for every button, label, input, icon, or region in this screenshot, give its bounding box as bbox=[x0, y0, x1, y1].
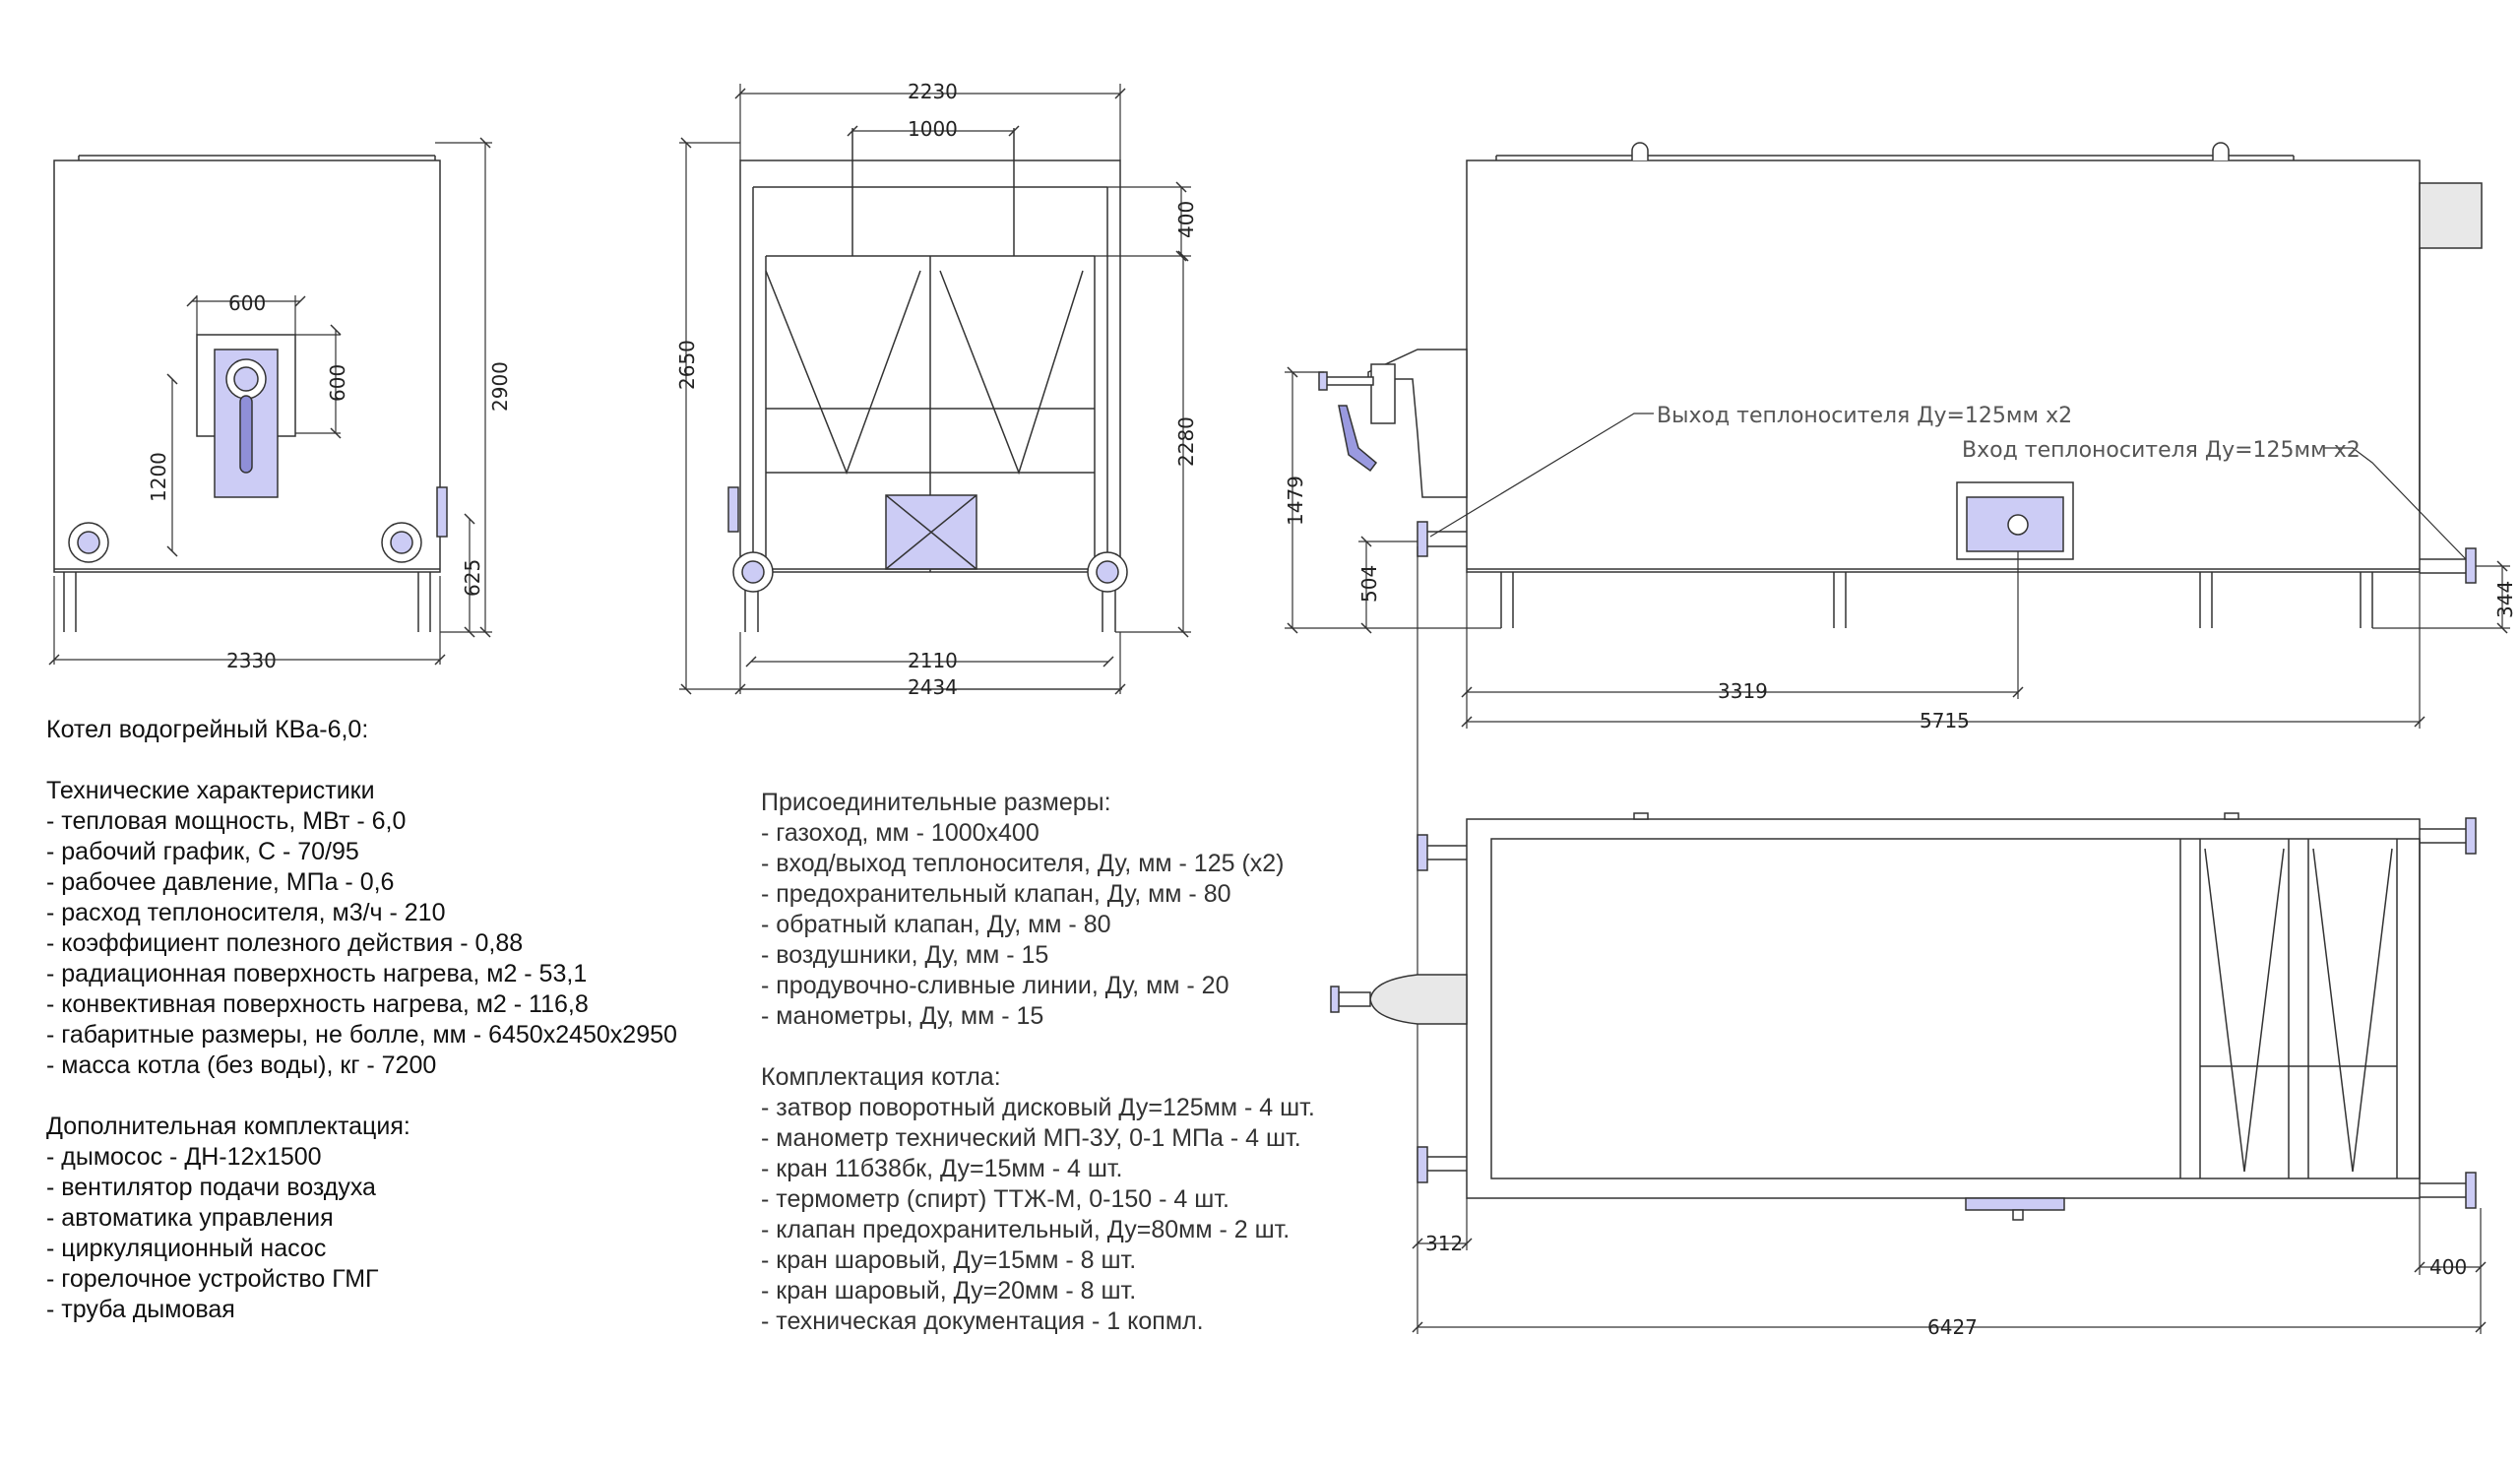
front-bottom-label: 625 bbox=[461, 559, 484, 597]
elevation-inlet-label: 344 bbox=[2493, 581, 2517, 618]
side-axis-label: 2280 bbox=[1174, 416, 1198, 467]
side-flue-width-label: 1000 bbox=[908, 117, 958, 141]
elevation-inlet-pos-label: 3319 bbox=[1718, 679, 1768, 703]
elevation-outlet-label: 504 bbox=[1357, 565, 1381, 603]
plan-dimensions bbox=[1412, 1198, 2487, 1334]
elevation-flue-hood bbox=[1367, 349, 1468, 498]
connection-line: - манометры, Ду, мм - 15 bbox=[761, 1002, 1044, 1030]
kit-line: - кран шаровый, Ду=15мм - 8 шт. bbox=[761, 1246, 1137, 1274]
elevation-flue-axis-label: 1479 bbox=[1284, 476, 1307, 526]
extra-line: - циркуляционный насос bbox=[46, 1235, 327, 1262]
outlet-label: Выход теплоносителя Ду=125мм х2 bbox=[1657, 404, 2072, 428]
kit-line: - затвор поворотный дисковый Ду=125мм - … bbox=[761, 1094, 1315, 1121]
connection-line: - вход/выход теплоносителя, Ду, мм - 125… bbox=[761, 850, 1285, 877]
elevation-duct bbox=[2419, 182, 2483, 249]
spec-line: - рабочий график, С - 70/95 bbox=[46, 838, 359, 865]
side-top-width-label: 2230 bbox=[908, 80, 958, 103]
side-overall-label: 2434 bbox=[908, 675, 958, 699]
side-dimensions bbox=[679, 84, 1191, 695]
connection-line: - обратный клапан, Ду, мм - 80 bbox=[761, 911, 1111, 938]
kit-line: - кран шаровый, Ду=20мм - 8 шт. bbox=[761, 1277, 1137, 1305]
plan-overall-label: 6427 bbox=[1927, 1315, 1978, 1339]
side-height-label: 2650 bbox=[675, 340, 699, 390]
connection-line: - воздушники, Ду, мм - 15 bbox=[761, 941, 1049, 969]
connections-block: Присоединительные размеры: - газоход, мм… bbox=[761, 788, 1315, 1337]
side-top-label: 400 bbox=[1174, 201, 1198, 238]
front-height-label: 2900 bbox=[488, 361, 512, 412]
front-view bbox=[53, 155, 448, 632]
boiler-title: Котел водогрейный КВа-6,0: bbox=[46, 716, 369, 743]
connection-line: - газоход, мм - 1000х400 bbox=[761, 819, 1040, 847]
kit-line: - манометр технический МП-3У, 0-1 МПа - … bbox=[761, 1124, 1301, 1152]
spec-line: - расход теплоносителя, м3/ч - 210 bbox=[46, 899, 446, 926]
kit-line: - кран 11б38бк, Ду=15мм - 4 шт. bbox=[761, 1155, 1123, 1182]
inlet-label: Вход теплоносителя Ду=125мм х2 bbox=[1962, 438, 2361, 463]
spec-line: - конвективная поверхность нагрева, м2 -… bbox=[46, 990, 589, 1018]
front-flue-axis-label: 1200 bbox=[147, 452, 170, 502]
front-flue-height-label: 600 bbox=[326, 364, 349, 402]
spec-line: - габаритные размеры, не болле, мм - 645… bbox=[46, 1021, 677, 1049]
connections-header: Присоединительные размеры: bbox=[761, 789, 1111, 816]
connection-line: - предохранительный клапан, Ду, мм - 80 bbox=[761, 880, 1231, 908]
kit-line: - техническая документация - 1 копмл. bbox=[761, 1307, 1204, 1335]
specifications-block: Котел водогрейный КВа-6,0: Технические х… bbox=[46, 715, 677, 1325]
kit-line: - термометр (спирт) ТТЖ-М, 0-150 - 4 шт. bbox=[761, 1185, 1229, 1213]
side-legs-label: 2110 bbox=[908, 649, 958, 672]
extra-line: - труба дымовая bbox=[46, 1296, 235, 1323]
spec-line: - коэффициент полезного действия - 0,88 bbox=[46, 929, 524, 957]
extra-line: - дымосос - ДН-12х1500 bbox=[46, 1143, 322, 1171]
side-view bbox=[727, 128, 1128, 632]
plan-right-label: 400 bbox=[2429, 1255, 2467, 1279]
plan-burner bbox=[1369, 974, 1468, 1025]
plan-left-label: 312 bbox=[1425, 1232, 1463, 1255]
extra-line: - автоматика управления bbox=[46, 1204, 334, 1232]
extra-header: Дополнительная комплектация: bbox=[46, 1113, 410, 1140]
extra-line: - вентилятор подачи воздуха bbox=[46, 1174, 376, 1201]
elevation-dimensions bbox=[1285, 366, 2510, 1334]
front-dimensions bbox=[48, 137, 492, 666]
kit-line: - клапан предохранительный, Ду=80мм - 2 … bbox=[761, 1216, 1291, 1243]
front-flue-width-label: 600 bbox=[228, 291, 266, 315]
spec-line: - рабочее давление, МПа - 0,6 bbox=[46, 868, 395, 896]
extra-line: - горелочное устройство ГМГ bbox=[46, 1265, 379, 1293]
elevation-body-label: 5715 bbox=[1920, 709, 1970, 732]
plan-view bbox=[1330, 812, 2477, 1221]
connection-line: - продувочно-сливные линии, Ду, мм - 20 bbox=[761, 972, 1229, 999]
kit-header: Комплектация котла: bbox=[761, 1063, 1001, 1091]
tech-header: Технические характеристики bbox=[46, 777, 375, 804]
front-width-label: 2330 bbox=[226, 649, 277, 672]
spec-line: - масса котла (без воды), кг - 7200 bbox=[46, 1051, 437, 1079]
spec-line: - тепловая мощность, МВт - 6,0 bbox=[46, 807, 407, 835]
elevation-view bbox=[1318, 142, 2483, 628]
spec-line: - радиационная поверхность нагрева, м2 -… bbox=[46, 960, 588, 987]
